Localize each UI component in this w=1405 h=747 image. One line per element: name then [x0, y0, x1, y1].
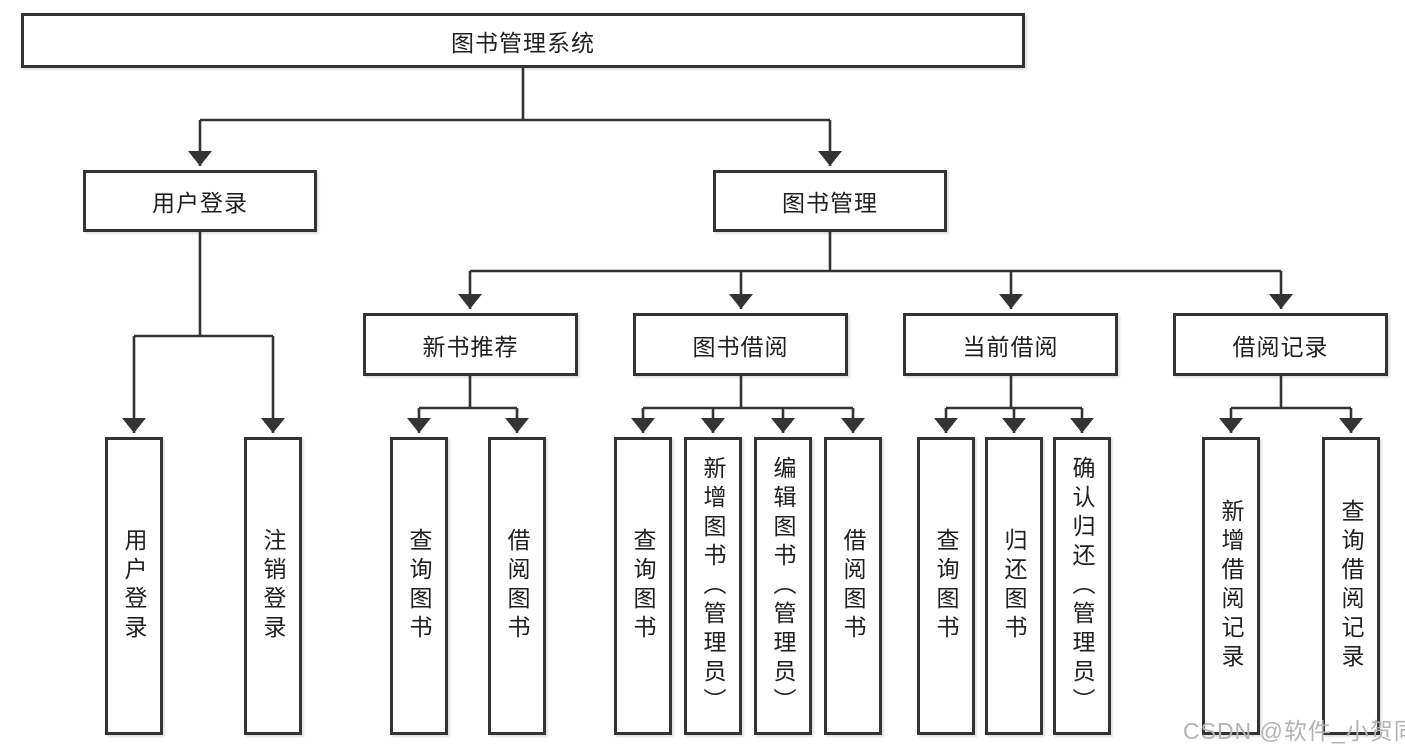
leaf-user-login: 用户登录 — [105, 437, 163, 735]
leaf-br-query-record: 查询借阅记录 — [1322, 437, 1380, 735]
node-borrow-records: 借阅记录 — [1173, 313, 1388, 376]
leaf-bb-query-books: 查询图书 — [614, 437, 672, 735]
leaf-cb-return-books: 归还图书 — [985, 437, 1043, 735]
leaf-cb-query-books: 查询图书 — [917, 437, 975, 735]
node-current-borrow: 当前借阅 — [903, 313, 1118, 376]
node-library-management-system: 图书管理系统 — [21, 13, 1025, 68]
leaf-br-add-record: 新增借阅记录 — [1202, 437, 1260, 735]
node-new-book-recommend: 新书推荐 — [363, 313, 578, 376]
leaf-logout-login: 注销登录 — [244, 437, 302, 735]
node-book-management: 图书管理 — [713, 170, 947, 232]
node-book-borrow: 图书借阅 — [633, 313, 848, 376]
leaf-nb-query-books: 查询图书 — [390, 437, 448, 735]
leaf-cb-confirm-return-admin: 确认归还（管理员） — [1053, 437, 1111, 735]
node-user-login: 用户登录 — [83, 170, 317, 232]
leaf-bb-add-books-admin: 新增图书（管理员） — [684, 437, 742, 735]
leaf-bb-edit-books-admin: 编辑图书（管理员） — [754, 437, 812, 735]
leaf-nb-borrow-books: 借阅图书 — [488, 437, 546, 735]
leaf-bb-borrow-books: 借阅图书 — [824, 437, 882, 735]
